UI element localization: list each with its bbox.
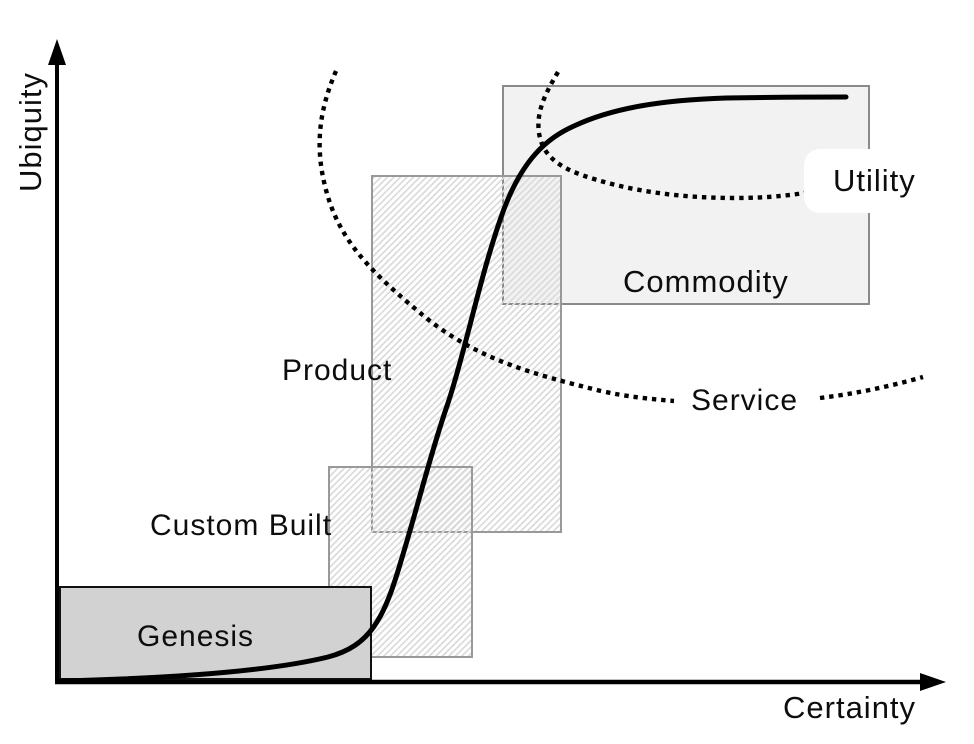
y-axis-label: Ubiquity [13,72,48,192]
service-dotted-curve-right [819,374,924,401]
x-axis-label: Certainty [783,690,917,725]
product-label: Product [282,354,393,387]
utility-label: Utility [833,162,916,198]
service-label: Service [691,384,799,417]
y-axis-arrow-icon [48,39,66,65]
genesis-label: Genesis [137,620,255,653]
commodity-label: Commodity [623,264,789,299]
utility-label-box: Utility [804,149,964,213]
x-axis-arrow-icon [920,673,946,691]
custom-built-label: Custom Built [150,509,333,542]
